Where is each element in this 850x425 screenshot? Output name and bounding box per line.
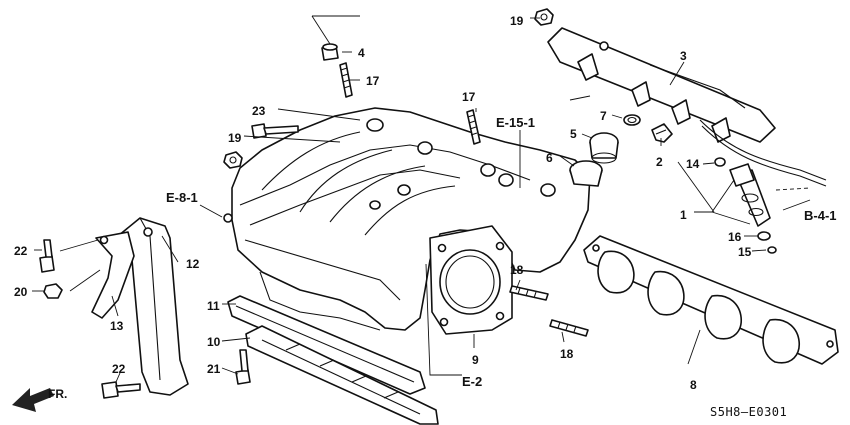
manifold-bracket [91, 217, 189, 396]
callout-23: 23 [252, 104, 266, 118]
cross-references: E-15-1 E-8-1 B-4-1 E-2 [166, 115, 837, 389]
bracket-bolt-upper [39, 239, 55, 273]
callout-22-lower: 22 [112, 362, 126, 376]
callout-16: 16 [728, 230, 742, 244]
callout-8: 8 [690, 378, 697, 392]
flange-bolt [251, 123, 299, 139]
bracket-nut [43, 283, 63, 299]
stud-bolt-upper-left [339, 62, 353, 98]
pressure-regulator [589, 132, 619, 164]
callout-21: 21 [207, 362, 221, 376]
diagram-code: S5H8–E0301 [710, 405, 787, 419]
intake-manifold-gasket [583, 235, 839, 365]
callout-5: 5 [570, 127, 577, 141]
flange-nut-top [534, 8, 554, 26]
injector-seal-ring [714, 157, 726, 167]
reference-e-8-1: E-8-1 [166, 190, 198, 205]
callouts: 1 2 3 4 5 6 7 8 9 10 11 12 13 14 15 16 1… [14, 14, 752, 392]
callout-3: 3 [680, 49, 687, 63]
callout-17-middle: 17 [462, 90, 476, 104]
callout-9: 9 [472, 353, 479, 367]
stud-bolt-middle [466, 109, 481, 145]
fuel-rail [547, 27, 827, 191]
callout-20: 20 [14, 285, 28, 299]
callout-2: 2 [656, 155, 663, 169]
callout-22-upper: 22 [14, 244, 28, 258]
plenum-cover [227, 295, 439, 425]
callout-12: 12 [186, 257, 200, 271]
fuel-injector [729, 163, 771, 227]
o-ring [623, 114, 641, 126]
callout-17-upper: 17 [366, 74, 380, 88]
reference-e-15-1: E-15-1 [496, 115, 535, 130]
bracket-bolt-lower [101, 381, 141, 399]
front-direction-label: FR. [48, 387, 67, 401]
flange-nut-left [223, 151, 243, 169]
callout-15: 15 [738, 245, 752, 259]
injector-clip [651, 123, 673, 143]
cushion-ring [767, 246, 777, 254]
cover-bolt [235, 349, 251, 385]
throttle-body-flange [429, 225, 513, 335]
reference-e-2: E-2 [462, 374, 482, 389]
stud-bolt-lower [549, 319, 589, 337]
callout-10: 10 [207, 335, 221, 349]
callout-19-top: 19 [510, 14, 524, 28]
injector-o-ring [757, 231, 771, 241]
callout-13: 13 [110, 319, 124, 333]
callout-6: 6 [546, 151, 553, 165]
callout-18-upper: 18 [510, 263, 524, 277]
stud-bolt-upper [509, 285, 549, 301]
callout-18-lower: 18 [560, 347, 574, 361]
callout-1: 1 [680, 208, 687, 222]
callout-14: 14 [686, 157, 700, 171]
callout-7: 7 [600, 109, 607, 123]
reference-b-4-1: B-4-1 [804, 208, 837, 223]
callout-11: 11 [207, 299, 220, 313]
front-direction-arrow [12, 388, 54, 412]
leader-lines [32, 15, 811, 383]
intake-manifold [223, 107, 591, 331]
callout-19-left: 19 [228, 131, 242, 145]
regulator-cap [569, 160, 603, 187]
callout-4: 4 [358, 46, 365, 60]
grommet [321, 43, 339, 61]
